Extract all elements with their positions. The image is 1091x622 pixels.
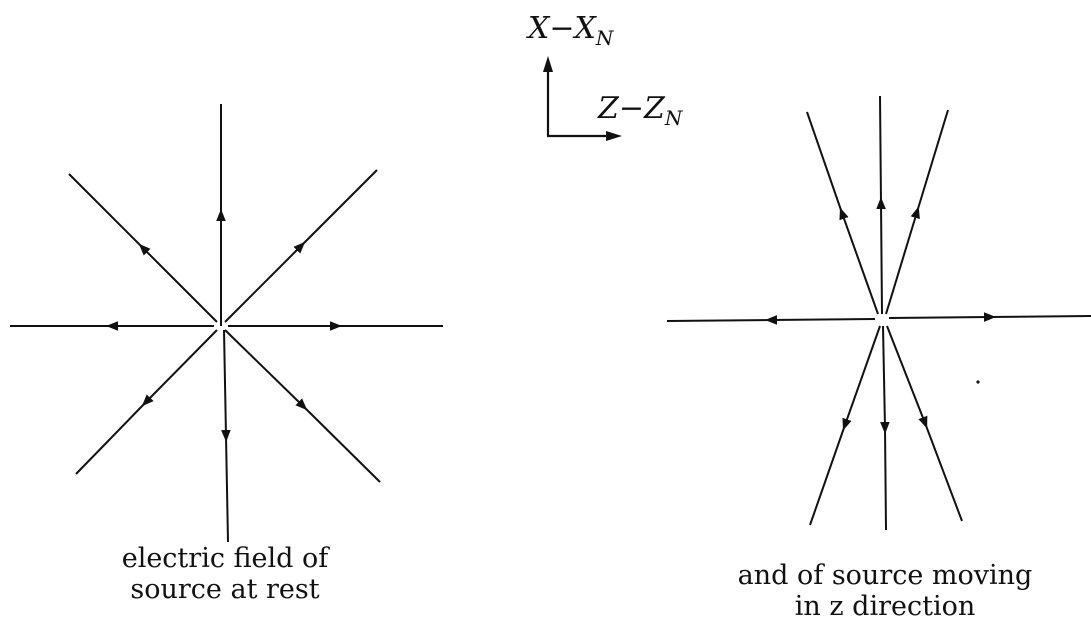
field-line-down-right xyxy=(886,325,963,522)
field-line-down-left xyxy=(809,325,881,526)
field-line-down-right xyxy=(224,329,381,483)
field-at-rest xyxy=(10,104,443,543)
field-line-down xyxy=(221,329,231,543)
z-axis-arrowhead xyxy=(606,131,622,141)
caption-left: electric field of source at rest xyxy=(60,543,390,605)
axis-indicator: X−XN Z−ZN xyxy=(526,11,684,141)
caption-right-line-1: and of source moving xyxy=(737,560,1033,591)
field-line-up-right xyxy=(885,109,949,315)
z-axis-label: Z−ZN xyxy=(597,91,684,130)
field-line-down-left xyxy=(75,329,218,475)
caption-right: and of source moving in z direction xyxy=(700,560,1070,622)
x-axis-label: X−XN xyxy=(526,11,615,50)
field-line-up-left xyxy=(68,173,218,323)
field-line-right xyxy=(888,312,1091,322)
field-line-left xyxy=(666,315,876,325)
field-line-up-right xyxy=(224,169,378,323)
field-line-up xyxy=(876,95,886,315)
x-axis-arrowhead xyxy=(543,56,553,72)
field-line-up-left xyxy=(806,111,879,315)
caption-left-line-1: electric field of xyxy=(121,543,329,574)
caption-right-line-2: in z direction xyxy=(794,591,976,622)
speck xyxy=(976,380,980,384)
caption-left-line-2: source at rest xyxy=(130,574,320,605)
field-line-down xyxy=(880,325,890,531)
field-moving xyxy=(666,95,1091,531)
